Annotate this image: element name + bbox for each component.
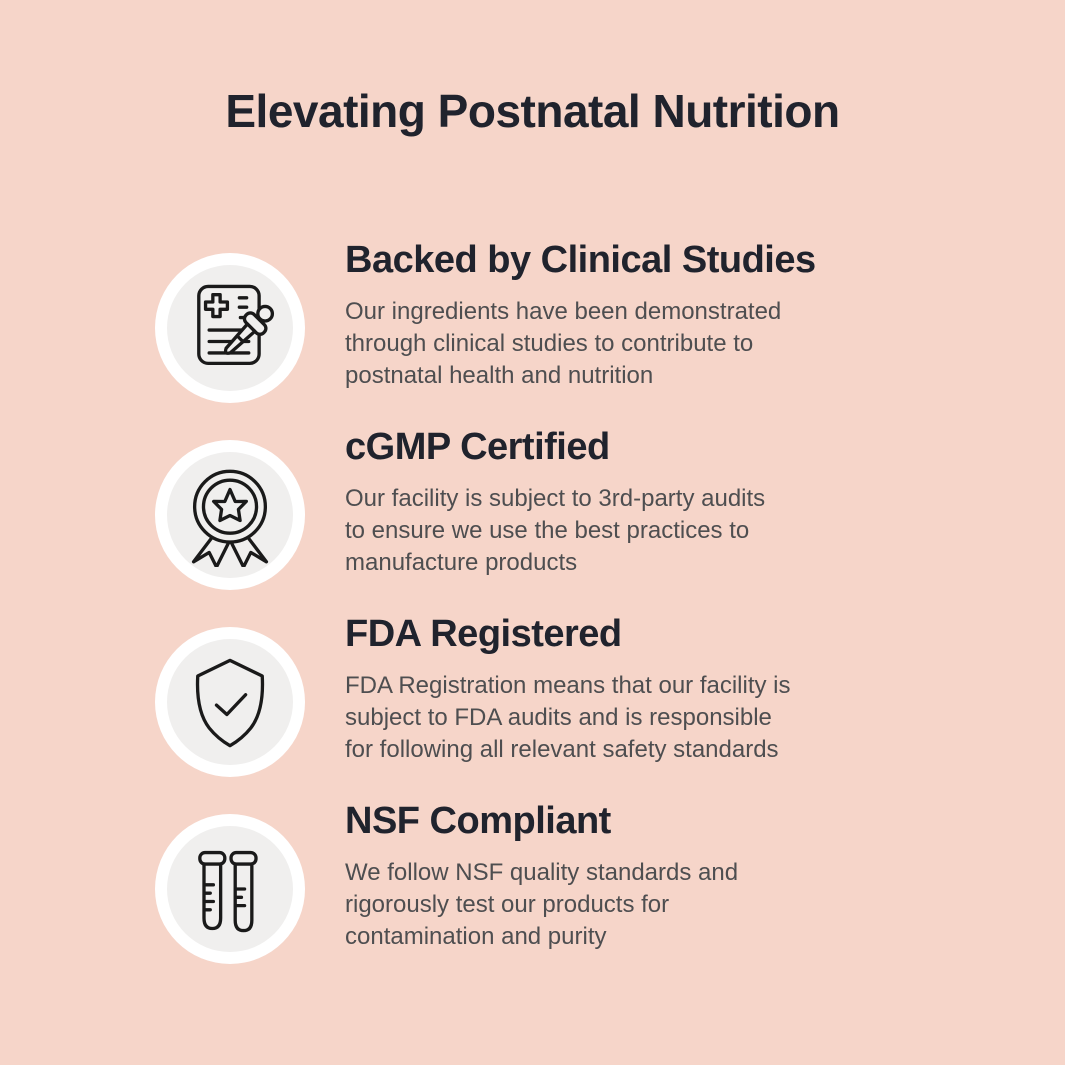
clinical-document-dropper-icon [197, 284, 275, 366]
feature-description: We follow NSF quality standards and rigo… [345, 858, 739, 950]
shield-check-icon [195, 658, 265, 748]
medal-star-icon [155, 440, 305, 590]
test-tubes-icon [155, 814, 305, 964]
feature-description: Our facility is subject to 3rd-party aud… [345, 484, 766, 576]
feature-description: Our ingredients have been demonstrated t… [345, 297, 782, 389]
feature-list: Backed by Clinical Studies Our ingredien… [155, 239, 890, 964]
feature-row-cgmp: cGMP Certified Our facility is subject t… [155, 426, 890, 590]
feature-row-fda: FDA Registered FDA Registration means th… [155, 613, 890, 777]
feature-row-clinical-studies: Backed by Clinical Studies Our ingredien… [155, 239, 890, 403]
feature-heading: cGMP Certified [345, 426, 610, 468]
clinical-document-dropper-icon [155, 253, 305, 403]
test-tubes-icon [198, 850, 258, 933]
feature-heading: NSF Compliant [345, 800, 611, 842]
feature-description: FDA Registration means that our facility… [345, 671, 791, 763]
page-title: Elevating Postnatal Nutrition [225, 85, 840, 137]
feature-heading: FDA Registered [345, 613, 622, 655]
shield-check-icon [155, 627, 305, 777]
feature-row-nsf: NSF Compliant We follow NSF quality stan… [155, 800, 890, 964]
feature-heading: Backed by Clinical Studies [345, 239, 816, 281]
medal-star-icon [191, 469, 269, 567]
